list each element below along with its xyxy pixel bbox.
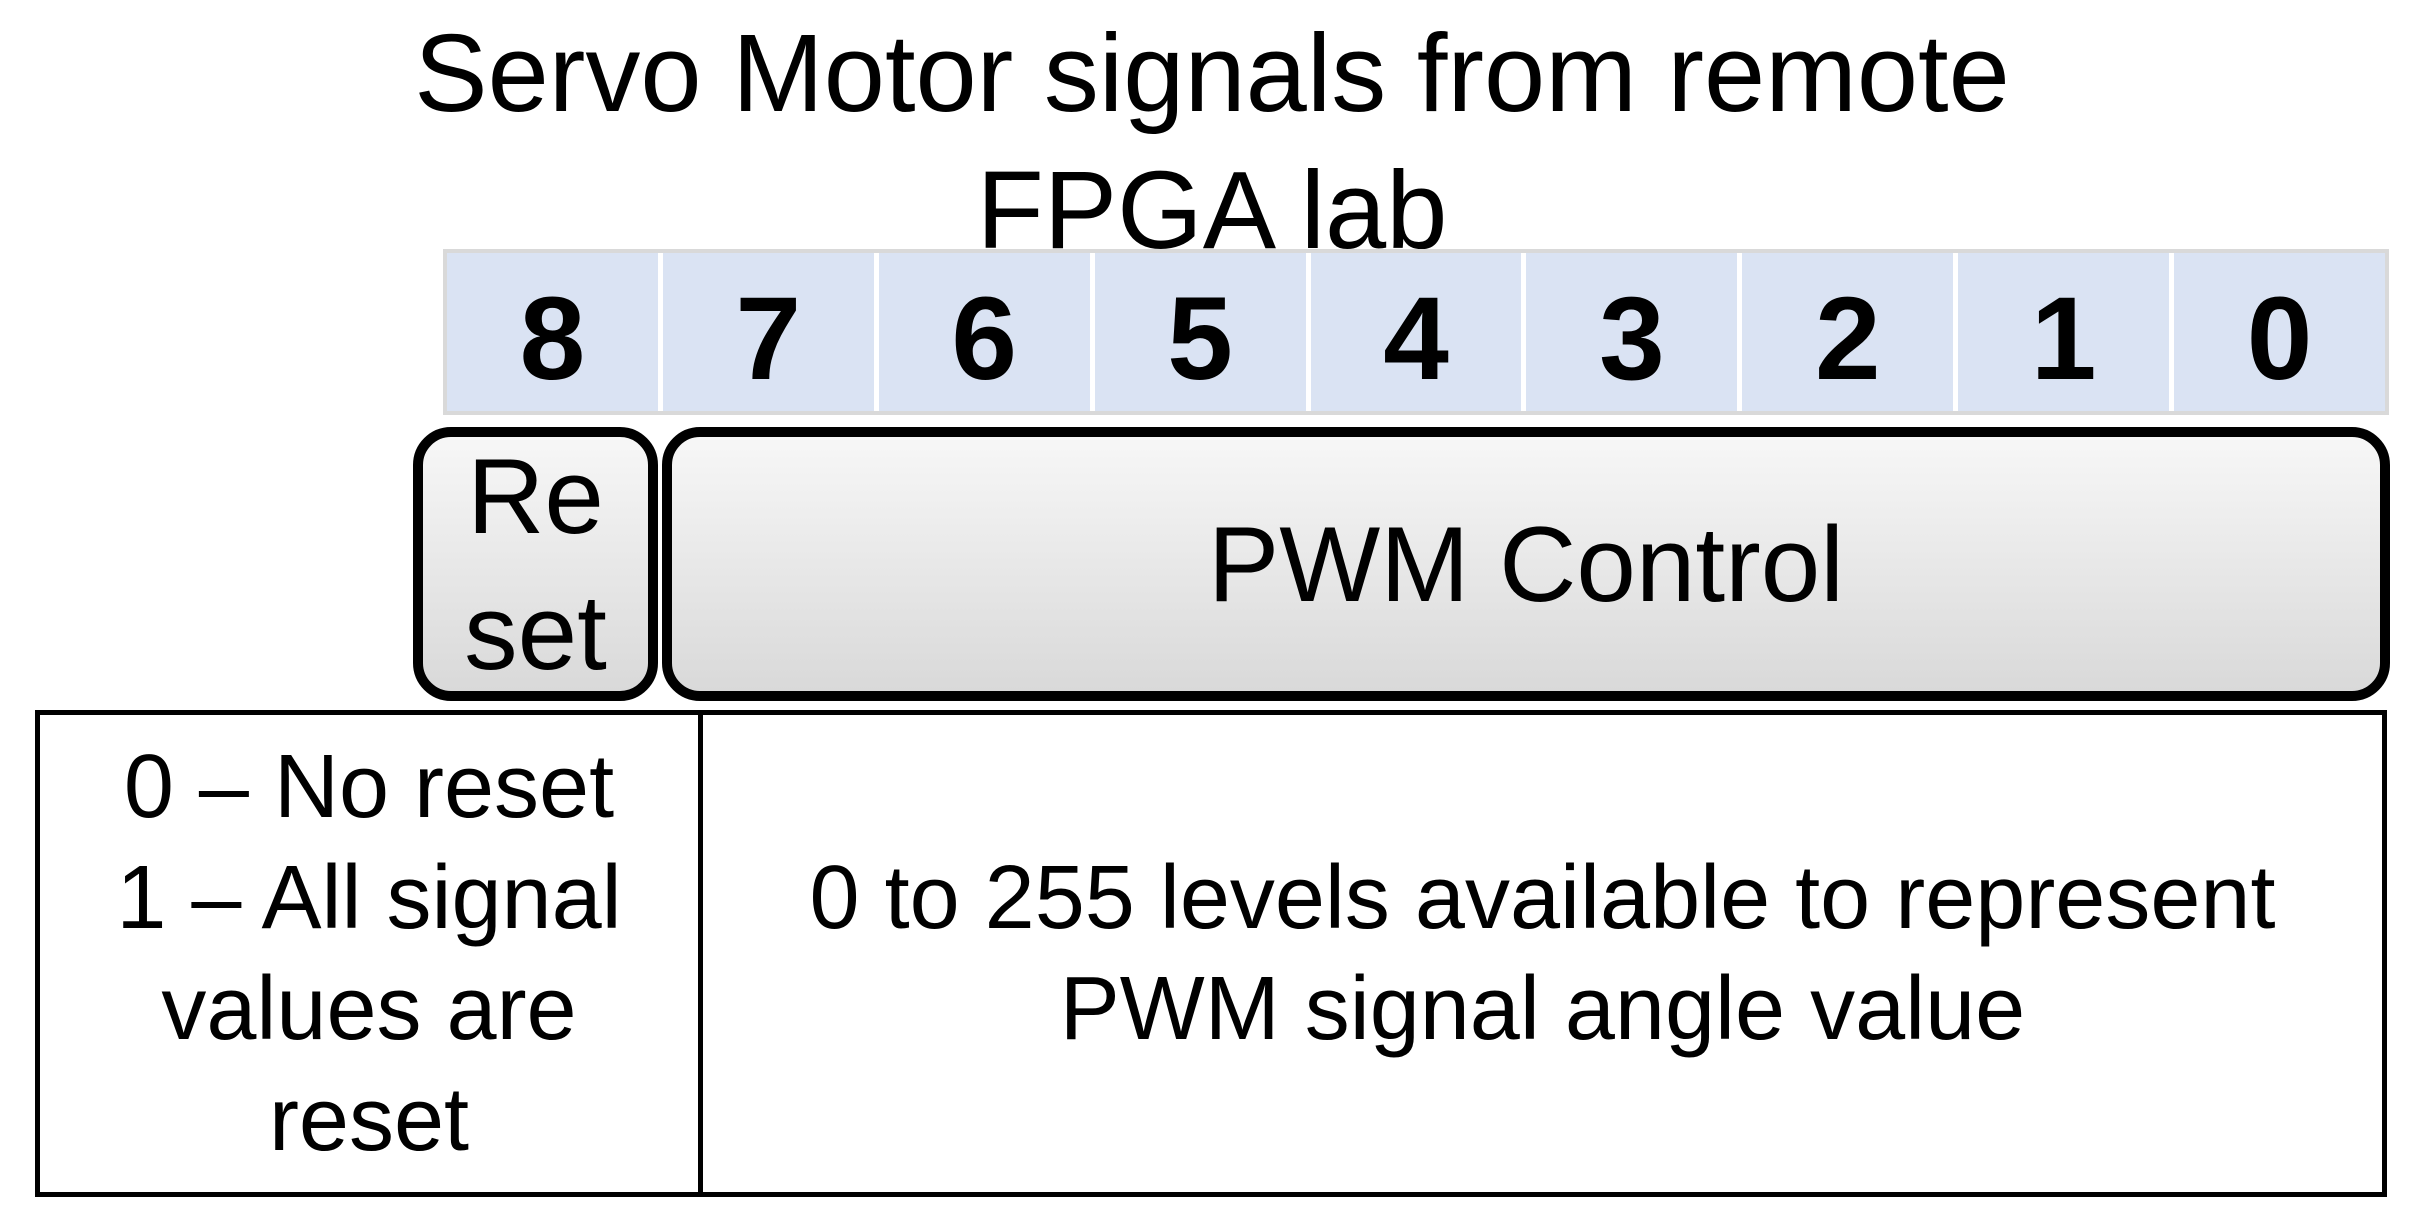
bit-index-header-row: 8 7 6 5 4 3 2 1 0 — [443, 249, 2389, 415]
page-title: Servo Motor signals from remote FPGA lab — [0, 5, 2424, 279]
bit-index-cell-5: 5 — [1094, 253, 1306, 411]
reset-description-line-2: 1 – All signal — [116, 847, 622, 948]
bit-index-cell-3: 3 — [1526, 253, 1738, 411]
pwm-description-line-2: PWM signal angle value — [1059, 958, 2026, 1059]
bit-index-cell-8: 8 — [447, 253, 658, 411]
page-title-line-1: Servo Motor signals from remote — [414, 12, 2010, 135]
reset-field-shape: Re set — [413, 427, 658, 701]
reset-field-label-line-1: Re — [467, 436, 604, 556]
bit-index-cell-0: 0 — [2174, 253, 2386, 411]
pwm-control-field-shape: PWM Control — [662, 427, 2390, 701]
description-table: 0 – No reset 1 – All signal values are r… — [35, 710, 2387, 1197]
reset-field-label-line-2: set — [464, 572, 607, 692]
pwm-description-cell: 0 to 255 levels available to represent P… — [703, 715, 2382, 1192]
reset-description-line-1: 0 – No reset — [123, 736, 615, 837]
bit-index-cell-6: 6 — [878, 253, 1090, 411]
pwm-control-field-label: PWM Control — [1207, 504, 1845, 624]
reset-description-line-4: reset — [268, 1069, 470, 1170]
reset-description-line-3: values are — [161, 958, 577, 1059]
bit-index-cell-7: 7 — [662, 253, 874, 411]
reset-description-cell: 0 – No reset 1 – All signal values are r… — [40, 715, 703, 1192]
bit-index-cell-1: 1 — [1958, 253, 2170, 411]
pwm-description-line-1: 0 to 255 levels available to represent — [809, 847, 2276, 948]
bit-index-cell-2: 2 — [1742, 253, 1954, 411]
bit-index-cell-4: 4 — [1310, 253, 1522, 411]
